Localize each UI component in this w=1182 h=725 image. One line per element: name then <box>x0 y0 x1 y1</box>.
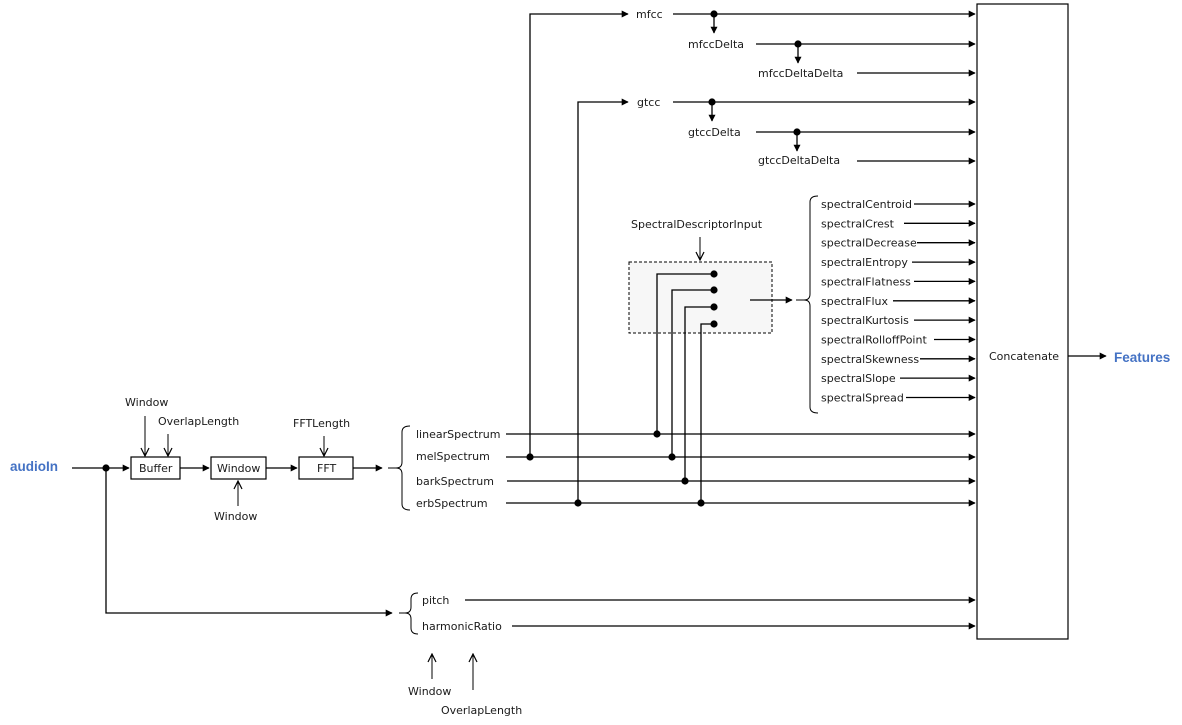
erb-to-selector-junction <box>697 499 705 507</box>
spectral-descriptor-label: spectralCrest <box>821 217 895 230</box>
pitch-overlap-param: OverlapLength <box>441 704 522 717</box>
features-label: Features <box>1114 350 1170 365</box>
spectral-descriptor-label: spectralSlope <box>821 372 896 385</box>
spectrum-label-linear: linearSpectrum <box>416 428 500 441</box>
spectral-descriptor-label: spectralFlux <box>821 295 889 308</box>
selector-input-dot-mel <box>710 286 718 294</box>
gtcc-delta-delta-label: gtccDeltaDelta <box>758 154 840 167</box>
gtcc-delta-label: gtccDelta <box>688 126 741 139</box>
linear-to-selector-junction <box>653 430 661 438</box>
audioin-label: audioIn <box>10 459 58 474</box>
harmonic-ratio-label: harmonicRatio <box>422 620 502 633</box>
selector-wire-erb <box>700 323 714 503</box>
audioin-to-pitch-arrow <box>105 468 393 617</box>
spectrum-label-erb: erbSpectrum <box>416 497 488 510</box>
selector-wire-linear <box>656 273 714 434</box>
pitch-label: pitch <box>422 594 449 607</box>
fft-length-param: FFTLength <box>293 417 350 430</box>
gtcc-label: gtcc <box>637 96 660 109</box>
spectral-descriptor-label: spectralKurtosis <box>821 314 909 327</box>
buffer-label: Buffer <box>139 462 173 475</box>
spectral-descriptor-input-param: SpectralDescriptorInput <box>631 218 763 231</box>
mfcc-delta-delta-label: mfccDeltaDelta <box>758 67 843 80</box>
spectral-descriptor-label: spectralRolloffPoint <box>821 334 927 347</box>
concatenate-label: Concatenate <box>989 350 1059 363</box>
fft-label: FFT <box>317 462 336 475</box>
mel-to-mfcc-arrow <box>529 10 629 457</box>
mfcc-junction <box>710 10 718 18</box>
spectra-brace <box>388 425 411 511</box>
selector-input-dot-linear <box>710 270 718 278</box>
spectral-descriptor-label: spectralFlatness <box>821 275 911 288</box>
mfcc-delta-label: mfccDelta <box>688 38 744 51</box>
window-param: Window <box>214 510 257 523</box>
selector-input-dot-bark <box>710 303 718 311</box>
spectral-descriptor-label: spectralSkewness <box>821 353 919 366</box>
selector-wire-mel <box>671 289 714 457</box>
selector-input-dot-erb <box>710 320 718 328</box>
spectral-descriptor-label: spectralDecrease <box>821 237 917 250</box>
periodicity-brace <box>399 592 419 635</box>
mfcc-label: mfcc <box>636 8 663 21</box>
spectral-descriptor-label: spectralEntropy <box>821 256 908 269</box>
spectral-selector-block <box>628 261 773 334</box>
descriptors-brace <box>796 195 819 414</box>
spectral-descriptor-list: spectralCentroid spectralCrest spectralDec… <box>821 198 976 405</box>
buffer-window-param: Window <box>125 396 168 409</box>
erb-to-gtcc-arrow <box>577 98 629 503</box>
spectrum-label-mel: melSpectrum <box>416 450 490 463</box>
spectral-descriptor-label: spectralCentroid <box>821 198 912 211</box>
pitch-window-param: Window <box>408 685 451 698</box>
spectrum-label-bark: barkSpectrum <box>416 475 494 488</box>
buffer-overlap-param: OverlapLength <box>158 415 239 428</box>
selector-wire-bark <box>684 306 714 481</box>
concatenate-block <box>976 3 1069 640</box>
bark-to-selector-junction <box>681 477 689 485</box>
mel-to-selector-junction <box>668 453 676 461</box>
window-label: Window <box>217 462 260 475</box>
spectral-descriptor-label: spectralSpread <box>821 392 904 405</box>
